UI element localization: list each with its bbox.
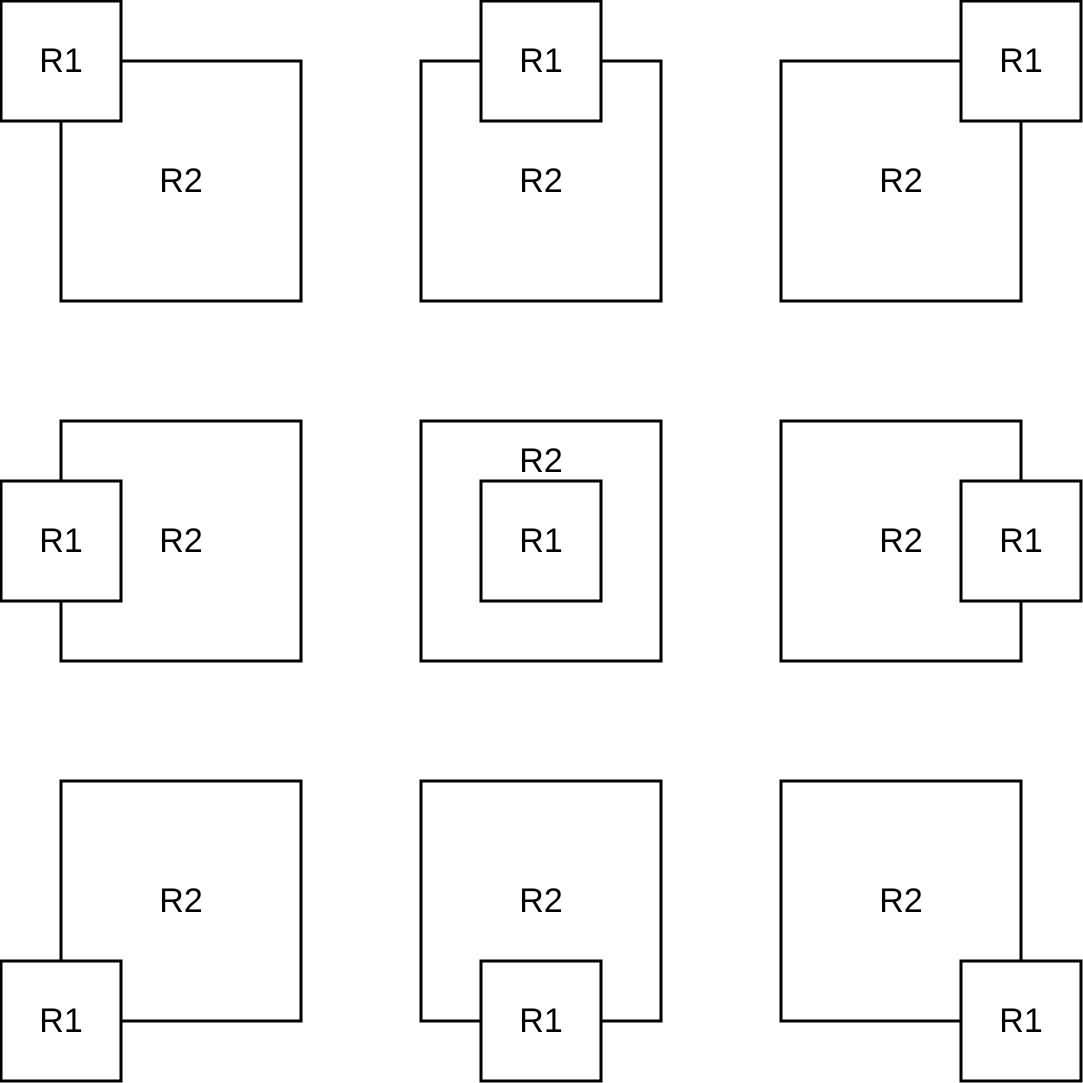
r1-box bbox=[959, 959, 1083, 1083]
r1-box bbox=[0, 0, 123, 123]
cell-r1-top-center: R2 R1 bbox=[419, 0, 663, 303]
r1-box bbox=[479, 959, 603, 1083]
cell-r1-top-left: R2 R1 bbox=[0, 0, 303, 303]
r1-box bbox=[479, 479, 603, 603]
r2-label: R2 bbox=[519, 442, 562, 480]
cell-r1-middle-left: R2 R1 bbox=[0, 419, 303, 663]
cell-r1-center: R2 R1 bbox=[419, 419, 663, 663]
r2-label: R2 bbox=[879, 882, 922, 920]
r1-label: R1 bbox=[39, 42, 82, 80]
cell-r1-top-right: R2 R1 bbox=[779, 0, 1083, 303]
cell-r1-bottom-center: R2 R1 bbox=[419, 779, 663, 1083]
r1-box bbox=[0, 959, 123, 1083]
r1-label: R1 bbox=[39, 522, 82, 560]
r1-label: R1 bbox=[999, 42, 1042, 80]
r1-box bbox=[959, 479, 1083, 603]
r2-label: R2 bbox=[159, 522, 202, 560]
cell-r1-bottom-right: R2 R1 bbox=[779, 779, 1083, 1083]
r1-label: R1 bbox=[999, 522, 1042, 560]
r1-label: R1 bbox=[999, 1002, 1042, 1040]
r2-label: R2 bbox=[519, 882, 562, 920]
cell-r1-middle-right: R2 R1 bbox=[779, 419, 1083, 663]
r2-label: R2 bbox=[879, 162, 922, 200]
r1-box bbox=[0, 479, 123, 603]
r2-label: R2 bbox=[879, 522, 922, 560]
r1-label: R1 bbox=[39, 1002, 82, 1040]
r2-label: R2 bbox=[519, 162, 562, 200]
r1-label: R1 bbox=[519, 42, 562, 80]
r1-box bbox=[479, 0, 603, 123]
r1-label: R1 bbox=[519, 1002, 562, 1040]
cell-r1-bottom-left: R2 R1 bbox=[0, 779, 303, 1083]
r2-label: R2 bbox=[159, 882, 202, 920]
r2-label: R2 bbox=[159, 162, 202, 200]
r1-box bbox=[959, 0, 1083, 123]
r1-label: R1 bbox=[519, 522, 562, 560]
